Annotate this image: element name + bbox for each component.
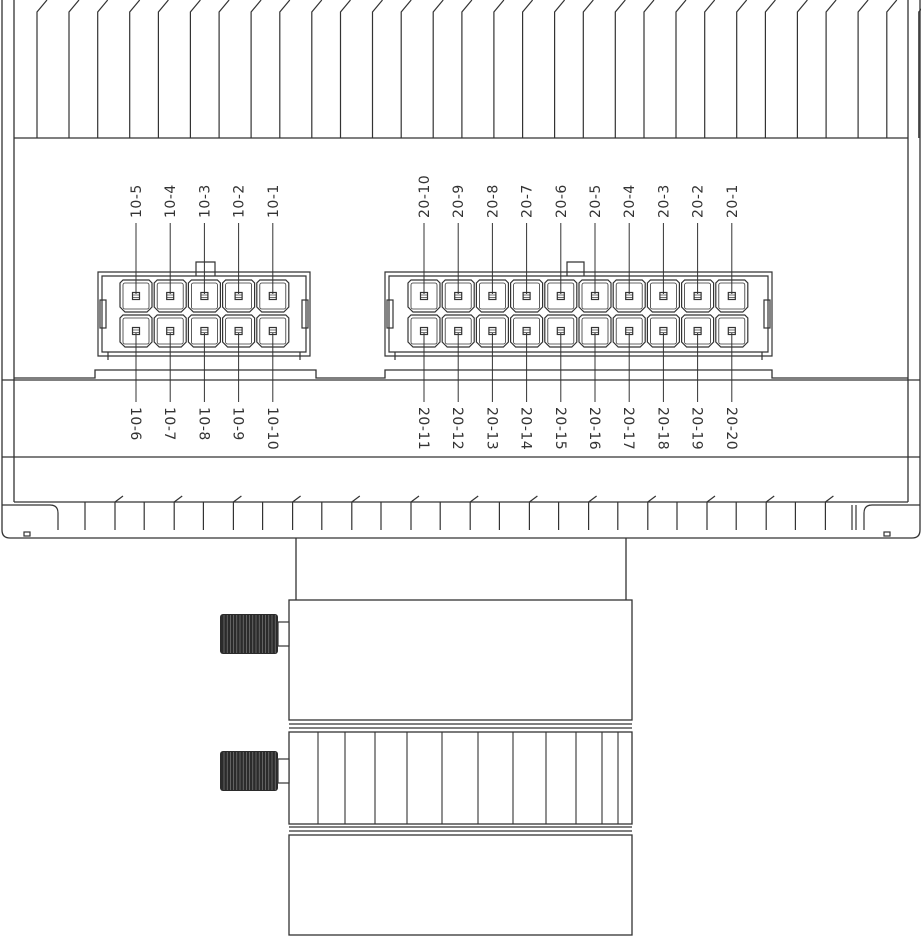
housing-corner-feet — [2, 504, 920, 537]
heat-sink-fin — [400, 0, 444, 138]
pin-label-20-top: 20-7 — [520, 184, 536, 218]
bottom-fin — [558, 495, 597, 530]
lens-mount — [288, 538, 633, 936]
pin-label-20-bottom: 20-12 — [449, 407, 465, 450]
pin-labels: 10-5 10-4 10-3 10-2 10-1 10-6 10-7 10-8 10-9 10-1… — [127, 175, 741, 450]
housing — [1, 0, 921, 539]
pin-label-20-bottom: 20-20 — [723, 407, 739, 450]
thumbscrew-knob-lower[interactable] — [220, 751, 290, 791]
pin-cavity — [475, 314, 509, 348]
top-fins — [36, 0, 921, 138]
pin-leader-lines — [135, 223, 733, 402]
pin-label-10-top: 10-5 — [129, 184, 145, 218]
knob-shaft — [277, 621, 290, 647]
heat-sink-fin — [582, 0, 626, 138]
bottom-fin — [84, 495, 124, 530]
heat-sink-fin — [279, 0, 323, 138]
pin-label-20-top: 20-5 — [588, 184, 604, 218]
bottom-fin — [794, 495, 834, 530]
bottom-fin — [676, 495, 716, 530]
thumbscrew-knob-upper[interactable] — [220, 614, 290, 654]
pin-cavity — [441, 279, 475, 313]
bottom-fin — [262, 495, 301, 530]
pin-label-20-bottom: 20-18 — [654, 407, 670, 450]
pin-label-20-bottom: 20-14 — [518, 407, 534, 450]
pin-label-10-bottom: 10-8 — [195, 407, 211, 441]
heat-sink-fin — [218, 0, 262, 138]
heat-sink-fin — [157, 0, 201, 138]
connector-10-housing — [97, 261, 311, 360]
pin-label-20-top: 20-10 — [417, 175, 433, 218]
pin-label-20-bottom: 20-17 — [620, 407, 636, 450]
pin-label-20-bottom: 20-13 — [483, 407, 499, 450]
heat-sink-fin — [764, 0, 808, 138]
bottom-fin — [380, 495, 420, 530]
heat-sink-fin — [825, 0, 869, 138]
heat-sink-fin — [339, 0, 383, 138]
knob-shaft — [277, 758, 290, 784]
bottom-fin — [321, 495, 361, 530]
bottom-fins — [84, 495, 834, 530]
heat-sink-fin — [886, 0, 921, 138]
pin-label-20-bottom: 20-15 — [552, 407, 568, 450]
focus-ring-ribs — [317, 732, 619, 824]
bottom-fin — [439, 495, 479, 530]
pin-label-20-top: 20-6 — [554, 184, 570, 218]
pin-label-10-bottom: 10-10 — [264, 407, 280, 450]
pin-label-20-top: 20-1 — [725, 184, 741, 218]
connector-20-housing — [384, 261, 773, 360]
pin-label-20-bottom: 20-16 — [586, 407, 602, 450]
heat-sink-fin — [97, 0, 141, 138]
heat-sink-fin — [36, 0, 80, 138]
pin-cavity — [612, 314, 646, 348]
knurled-knob — [220, 751, 278, 791]
pin-label-20-top: 20-9 — [451, 184, 467, 218]
heat-sink-fin — [522, 0, 566, 138]
heat-sink-fin — [461, 0, 505, 138]
heat-sink-fin — [704, 0, 748, 138]
pin-label-10-top: 10-1 — [266, 184, 282, 218]
pin-label-20-bottom: 20-11 — [415, 407, 431, 450]
bottom-fin — [617, 495, 657, 530]
pin-label-10-top: 10-4 — [163, 184, 179, 218]
connector-20-cavities — [407, 279, 749, 348]
pin-label-20-bottom: 20-19 — [689, 407, 705, 450]
pin-label-20-top: 20-2 — [691, 184, 707, 218]
pin-label-20-top: 20-8 — [485, 184, 501, 218]
pin-label-10-bottom: 10-7 — [161, 407, 177, 441]
bottom-fin — [143, 495, 183, 530]
pin-label-20-top: 20-3 — [656, 184, 672, 218]
pin-label-10-bottom: 10-9 — [230, 407, 246, 441]
bottom-fin — [202, 495, 242, 530]
knurled-knob — [220, 614, 278, 654]
pin-label-10-top: 10-3 — [197, 184, 213, 218]
pin-label-20-top: 20-4 — [622, 184, 638, 218]
pin-label-10-bottom: 10-6 — [127, 407, 143, 441]
bottom-fin — [735, 495, 775, 530]
pin-label-10-top: 10-2 — [232, 184, 248, 218]
heat-sink-fin — [643, 0, 687, 138]
bottom-fin — [498, 495, 538, 530]
